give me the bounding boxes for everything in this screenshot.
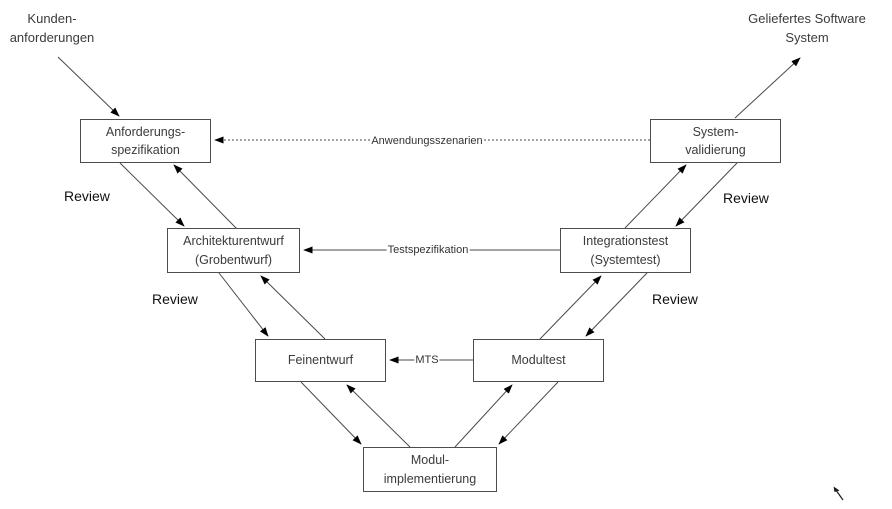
label-review-right-1: Review xyxy=(723,190,769,206)
node-label: Feinentwurf xyxy=(287,353,354,368)
arrow-implementation-to-modultest xyxy=(454,384,513,448)
label-anwendungsszenarien: Anwendungsszenarien xyxy=(370,135,484,147)
label-kundenanforderungen: Kunden- anforderungen xyxy=(9,11,95,45)
arrow-feinentwurf-to-implementation xyxy=(300,381,362,445)
node-anforderungsspezifikation: Anforderungs- spezifikation xyxy=(80,119,211,163)
node-modultest: Modultest xyxy=(473,339,604,382)
arrow-integrationstest-to-systemvalidierung xyxy=(624,164,687,229)
arrow-review-architecture-to-spec xyxy=(173,164,238,230)
arrow-review-integrationstest-to-modultest xyxy=(585,272,648,337)
arrow-review-implementation-to-feinentwurf xyxy=(346,384,411,448)
label-mts: MTS xyxy=(414,354,440,366)
node-integrationstest: Integrationstest (Systemtest) xyxy=(560,228,691,273)
node-modulimplementierung: Modul- implementierung xyxy=(363,447,497,492)
arrow-modultest-to-integrationstest xyxy=(539,275,602,340)
label-review-right-2: Review xyxy=(652,291,698,307)
label-geliefertes-software-system: Geliefertes Software System xyxy=(748,11,866,45)
node-label: Architekturentwurf (Grobentwurf) xyxy=(183,234,284,267)
arrow-spec-to-architecture xyxy=(119,162,185,227)
arrow-review-systemvalidierung-to-integrationstest xyxy=(675,162,738,227)
label-review-left-2: Review xyxy=(152,291,198,307)
node-label: Modultest xyxy=(511,353,566,368)
arrow-architecture-to-feinentwurf xyxy=(218,272,269,337)
node-label: Integrationstest (Systemtest) xyxy=(582,234,669,267)
arrow-customer-requirements-in xyxy=(57,56,120,117)
node-systemvalidierung: System- validierung xyxy=(650,119,781,163)
arrow-review-modultest-to-implementation xyxy=(498,381,559,445)
node-label: Modul- implementierung xyxy=(383,453,477,486)
arrow-delivered-system-out xyxy=(734,57,801,119)
label-testspezifikation: Testspezifikation xyxy=(386,244,470,256)
node-label: System- validierung xyxy=(685,124,746,157)
arrow-review-feinentwurf-to-architecture xyxy=(260,275,326,340)
mouse-cursor-icon xyxy=(833,486,844,501)
label-review-left-1: Review xyxy=(64,188,110,204)
node-label: Anforderungs- spezifikation xyxy=(105,124,186,157)
node-architekturentwurf: Architekturentwurf (Grobentwurf) xyxy=(167,228,300,273)
node-feinentwurf: Feinentwurf xyxy=(255,339,386,382)
